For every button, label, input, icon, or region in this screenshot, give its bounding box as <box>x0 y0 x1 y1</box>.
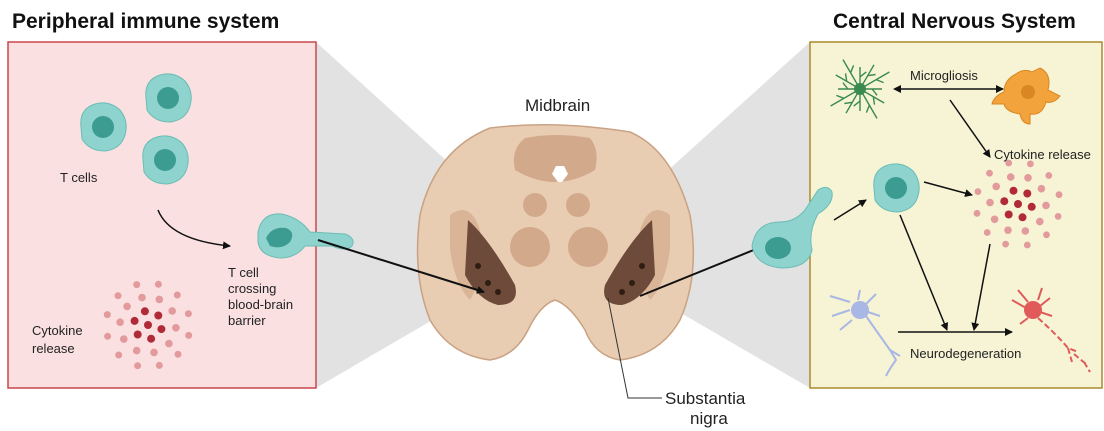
substantia-nigra-label: Substantia <box>665 389 746 408</box>
crossing-label-line: barrier <box>228 313 266 328</box>
cytokine-dot <box>1005 160 1012 167</box>
cytokine-dot <box>1027 161 1034 168</box>
cytokine-dot <box>156 296 164 304</box>
cytokine-dot <box>123 303 131 311</box>
cytokine-dot <box>1028 203 1036 211</box>
cytokine-dot <box>131 317 139 325</box>
cytokine-dot <box>1036 218 1044 226</box>
cytokine-dot <box>1014 200 1022 208</box>
cytokine-dot <box>185 332 192 339</box>
cytokine-dot <box>1010 187 1018 195</box>
cytokine-dot <box>1055 213 1062 220</box>
cytokine-dot <box>1023 190 1031 198</box>
peripheral-cytokine-label: Cytokine <box>32 323 83 338</box>
cytokine-dot <box>134 331 142 339</box>
cytokine-dot <box>115 292 122 299</box>
peripheral-cytokine-label: release <box>32 341 75 356</box>
cytokine-dot <box>133 281 140 288</box>
cytokine-dot <box>157 325 165 333</box>
cytokine-dot <box>147 335 155 343</box>
cytokine-dot <box>154 312 162 320</box>
cytokine-dot <box>1045 172 1052 179</box>
t-cell <box>146 74 191 122</box>
cytokine-dot <box>116 318 124 326</box>
cytokine-dot <box>150 349 158 357</box>
cytokine-dot <box>141 307 149 315</box>
cytokine-dot <box>185 310 192 317</box>
cytokine-dot <box>165 340 173 348</box>
crossing-label-line: crossing <box>228 281 276 296</box>
cytokine-dot <box>134 362 141 369</box>
cytokine-dot <box>144 321 152 329</box>
crossing-label-line: blood-brain <box>228 297 293 312</box>
crossing-label-line: T cell <box>228 265 259 280</box>
cytokine-dot <box>174 292 181 299</box>
cytokine-dot <box>172 324 180 332</box>
substantia-nigra-label: nigra <box>690 409 728 428</box>
cytokine-dot <box>155 281 162 288</box>
cytokine-dot <box>1038 185 1046 193</box>
cytokine-dot <box>104 311 111 318</box>
cytokine-dot <box>975 188 982 195</box>
cytokine-dot <box>992 183 1000 191</box>
cytokine-dot <box>1024 242 1031 249</box>
cytokine-dot <box>1000 197 1008 205</box>
neurodegeneration-label: Neurodegeneration <box>910 346 1021 361</box>
cytokine-dot <box>986 170 993 177</box>
t-cell <box>143 136 188 184</box>
microgliosis-label: Microgliosis <box>910 68 978 83</box>
cytokine-dot <box>1002 241 1009 248</box>
cytokine-dot <box>1056 191 1063 198</box>
cytokine-dot <box>175 351 182 358</box>
midbrain-label: Midbrain <box>525 96 590 115</box>
t-cell <box>81 103 126 151</box>
cytokine-dot <box>1043 231 1050 238</box>
cytokine-dot <box>1004 226 1012 234</box>
cytokine-dot <box>974 210 981 217</box>
cytokine-dot <box>986 199 994 207</box>
cytokine-dot <box>133 347 141 355</box>
cytokine-dot <box>168 307 176 315</box>
cns-t-cell <box>874 164 919 212</box>
cytokine-dot <box>156 362 163 369</box>
cytokine-dot <box>1019 213 1027 221</box>
cytokine-dot <box>104 333 111 340</box>
cytokine-dot <box>1022 227 1030 235</box>
cytokine-dot <box>1005 211 1013 219</box>
midbrain-section <box>418 125 694 360</box>
cytokine-dot <box>984 229 991 236</box>
cytokine-dot <box>1024 174 1032 182</box>
cytokine-dot <box>1042 202 1050 210</box>
cytokine-dot <box>115 352 122 359</box>
t-cells-label: T cells <box>60 170 98 185</box>
cytokine-dot <box>120 335 128 343</box>
cytokine-dot <box>991 216 999 224</box>
cytokine-dot <box>1007 173 1015 181</box>
cytokine-dot <box>138 294 146 302</box>
